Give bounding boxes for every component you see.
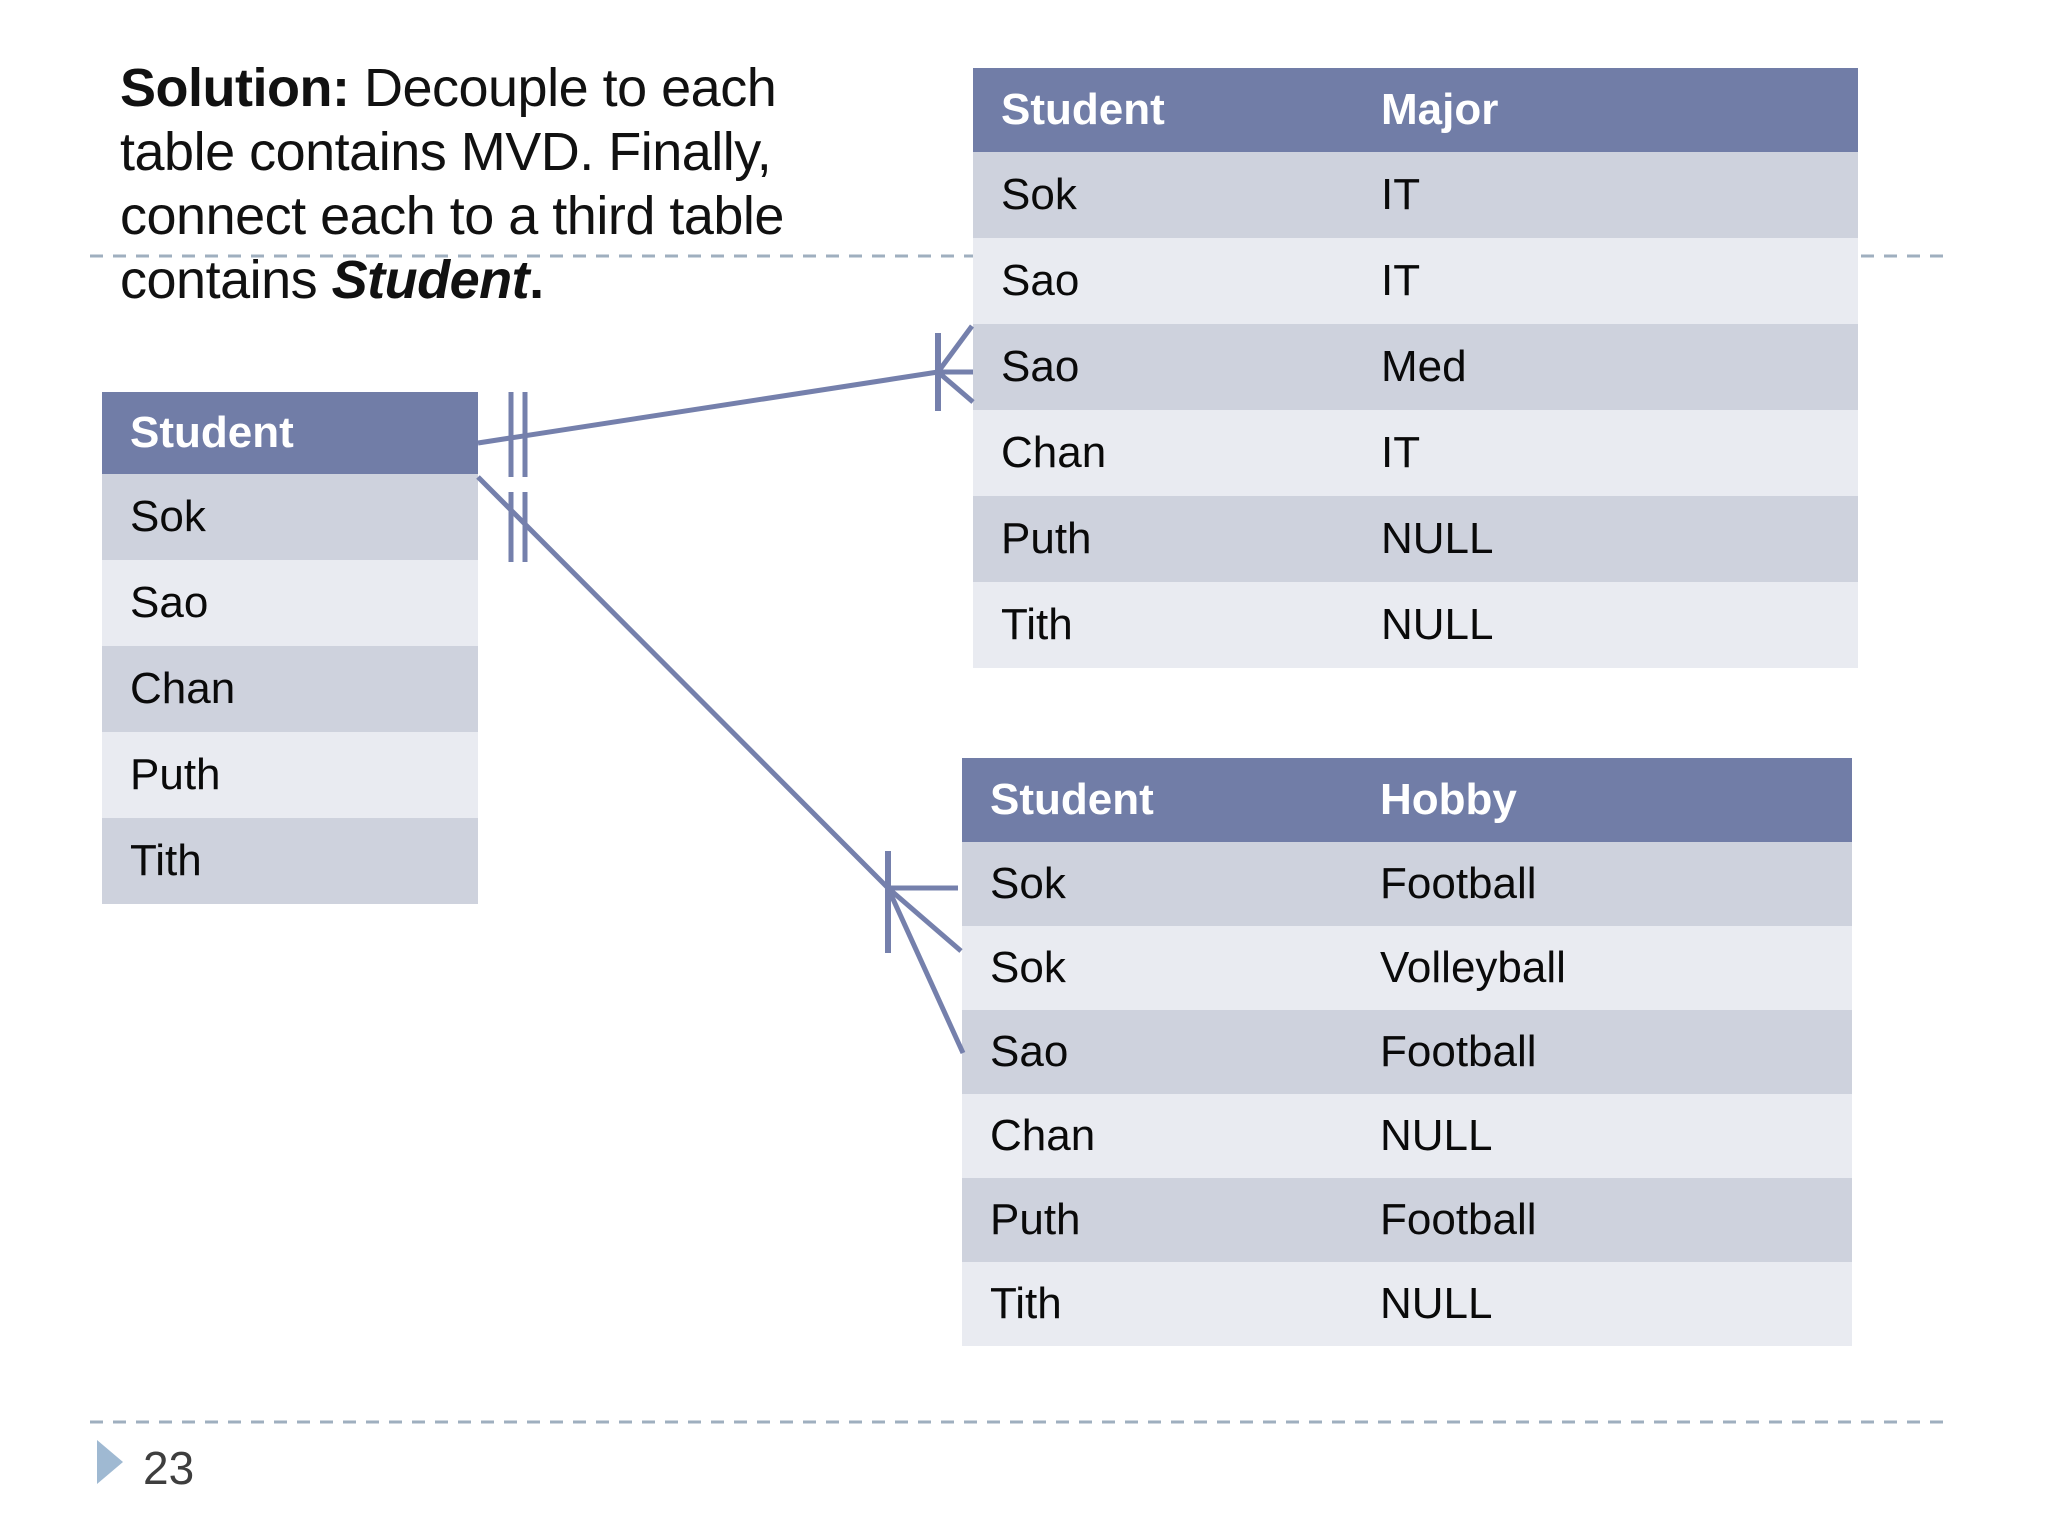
student-cell: Puth bbox=[130, 750, 221, 799]
student-column-header: Student bbox=[1001, 85, 1165, 134]
solution-paragraph: Solution: Decouple to each table contain… bbox=[120, 56, 820, 312]
student-cell: Puth bbox=[990, 1195, 1081, 1244]
student-column-header: Student bbox=[990, 775, 1154, 824]
paragraph-text: . bbox=[529, 250, 544, 310]
table-row: Sao bbox=[102, 560, 478, 646]
major-cell: Med bbox=[1381, 342, 1467, 391]
table-row: Tith bbox=[102, 818, 478, 904]
table-row: Chan bbox=[102, 646, 478, 732]
paragraph-line: connect each to a third table bbox=[120, 186, 784, 246]
table-row: Sao Football bbox=[962, 1010, 1852, 1094]
page-marker-triangle-icon bbox=[97, 1440, 123, 1484]
paragraph-text: Decouple to each bbox=[349, 58, 777, 118]
solution-lead-label: Solution: bbox=[120, 58, 350, 118]
student-cell: Sao bbox=[990, 1027, 1069, 1076]
major-cell: IT bbox=[1381, 428, 1421, 477]
table-row: Chan IT bbox=[973, 410, 1858, 496]
table-row: Puth NULL bbox=[973, 496, 1858, 582]
major-cell: IT bbox=[1381, 256, 1421, 305]
table-header-row: Student bbox=[102, 392, 478, 474]
hobby-cell: NULL bbox=[1380, 1279, 1493, 1328]
student-cell: Tith bbox=[130, 836, 202, 885]
table-row: Sok IT bbox=[973, 152, 1858, 238]
major-cell: NULL bbox=[1381, 514, 1494, 563]
student-emphasis-text: Student bbox=[331, 250, 530, 310]
paragraph-text: contains bbox=[120, 250, 332, 310]
student-cell: Tith bbox=[990, 1279, 1062, 1328]
student-cell: Sok bbox=[1001, 170, 1077, 219]
hobby-column-header: Hobby bbox=[1380, 775, 1517, 824]
hobby-cell: Volleyball bbox=[1380, 943, 1566, 992]
student-cell: Tith bbox=[1001, 600, 1073, 649]
table-row: Sok Volleyball bbox=[962, 926, 1852, 1010]
table-header-row: Student Hobby bbox=[962, 758, 1852, 842]
hobby-cell: Football bbox=[1380, 1195, 1537, 1244]
student-cell: Sok bbox=[130, 492, 206, 541]
major-cell: IT bbox=[1381, 170, 1421, 219]
student-cell: Puth bbox=[1001, 514, 1092, 563]
table-row: Puth bbox=[102, 732, 478, 818]
table-row: Sok Football bbox=[962, 842, 1852, 926]
student-cell: Chan bbox=[1001, 428, 1107, 477]
student-cell: Chan bbox=[990, 1111, 1096, 1160]
student-cell: Sao bbox=[1001, 256, 1080, 305]
major-column-header: Major bbox=[1381, 85, 1499, 134]
student-cell: Sok bbox=[990, 943, 1066, 992]
paragraph-line: Solution: Decouple to each bbox=[120, 56, 820, 120]
hobby-cell: NULL bbox=[1380, 1111, 1493, 1160]
student-cell: Sao bbox=[1001, 342, 1080, 391]
student-cell: Sok bbox=[990, 859, 1066, 908]
table-row: Sok bbox=[102, 474, 478, 560]
table-header-row: Student Major bbox=[973, 68, 1858, 152]
page-number: 23 bbox=[143, 1442, 195, 1494]
table-row: Sao Med bbox=[973, 324, 1858, 410]
table-row: Sao IT bbox=[973, 238, 1858, 324]
paragraph-line: table contains MVD. Finally, bbox=[120, 122, 772, 182]
paragraph-line: contains Student. bbox=[120, 248, 820, 312]
table-row: Tith NULL bbox=[973, 582, 1858, 668]
student-table: Student Sok Sao Chan Puth Tith bbox=[102, 392, 478, 904]
table-row: Tith NULL bbox=[962, 1262, 1852, 1346]
major-cell: NULL bbox=[1381, 600, 1494, 649]
table-row: Chan NULL bbox=[962, 1094, 1852, 1178]
student-column-header: Student bbox=[130, 408, 294, 457]
hobby-cell: Football bbox=[1380, 1027, 1537, 1076]
hobby-cell: Football bbox=[1380, 859, 1537, 908]
student-cell: Sao bbox=[130, 578, 209, 627]
table-row: Puth Football bbox=[962, 1178, 1852, 1262]
student-cell: Chan bbox=[130, 664, 236, 713]
